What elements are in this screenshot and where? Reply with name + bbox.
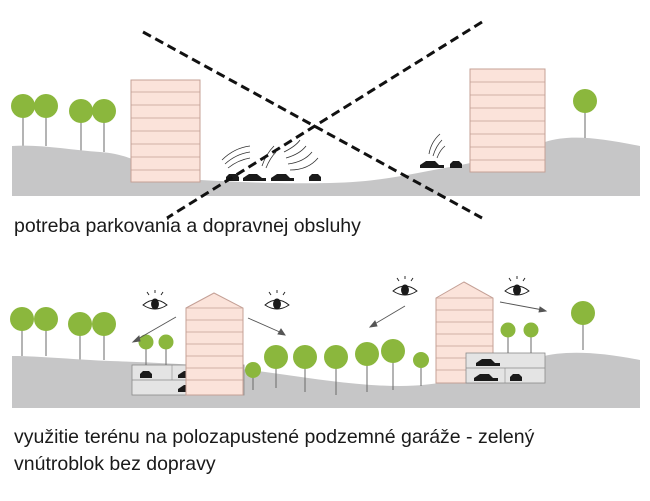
tree-icon [245, 362, 261, 390]
bottom-caption-line-1: využitie terénu na polozapustené podzemn… [14, 426, 535, 448]
noise-waves [221, 133, 446, 171]
eye-icon [264, 290, 290, 310]
tree-icon [34, 307, 58, 356]
car-icon [476, 359, 500, 366]
car-icon [243, 174, 266, 181]
tree-icon [573, 89, 597, 138]
tree-icon [381, 339, 405, 390]
tree-icon [158, 334, 174, 365]
tree-icon [11, 94, 35, 146]
eye-icon [392, 276, 418, 296]
tree-group-mid-right [500, 322, 539, 353]
tree-icon [138, 334, 154, 365]
arrow-icon [499, 301, 548, 313]
tree-icon [69, 99, 93, 152]
top-caption-text: potreba parkovania a dopravnej obsluhy [14, 215, 361, 237]
tree-icon [68, 312, 92, 360]
tree-icon [500, 322, 516, 353]
tree-icon [293, 345, 317, 392]
cross-out-mark [142, 20, 483, 220]
tree-icon [34, 94, 58, 146]
car-icon [510, 374, 522, 381]
terrain [12, 137, 640, 196]
tree-icon [264, 345, 288, 388]
car-icon [271, 174, 294, 181]
garage-right [465, 352, 546, 384]
eye-icon [142, 290, 168, 310]
view-arrows [131, 301, 548, 343]
top-diagram-caption: potreba parkovania a dopravnej obsluhy [14, 213, 361, 240]
bottom-diagram [10, 276, 640, 408]
tree-icon [571, 301, 595, 350]
tree-icon [324, 345, 348, 395]
tree-icon [92, 99, 116, 152]
building-left [130, 79, 201, 183]
bottom-diagram-caption: využitie terénu na polozapustené podzemn… [14, 424, 634, 478]
car-icon [140, 371, 152, 378]
car-icon [450, 161, 462, 168]
car-icon [474, 374, 498, 381]
tree-group-mid-left [138, 334, 174, 365]
tree-icon [413, 352, 429, 386]
tree-icon [523, 322, 539, 353]
eye-icon [504, 276, 530, 296]
building-left [185, 292, 244, 396]
arrow-icon [368, 305, 406, 328]
top-diagram [11, 20, 640, 220]
building-right [469, 68, 546, 173]
arrow-icon [247, 317, 286, 336]
tree-group-left [11, 94, 116, 152]
car-icon [309, 174, 321, 181]
arrow-icon [131, 316, 177, 343]
tree-icon [10, 307, 34, 356]
tree-group-far-left [10, 307, 116, 360]
car-icon [420, 161, 444, 168]
tree-icon [355, 342, 379, 392]
bottom-caption-line-2: vnútroblok bez dopravy [14, 453, 216, 475]
tree-icon [92, 312, 116, 360]
tree-group-courtyard [245, 339, 429, 395]
eyes [142, 276, 530, 310]
